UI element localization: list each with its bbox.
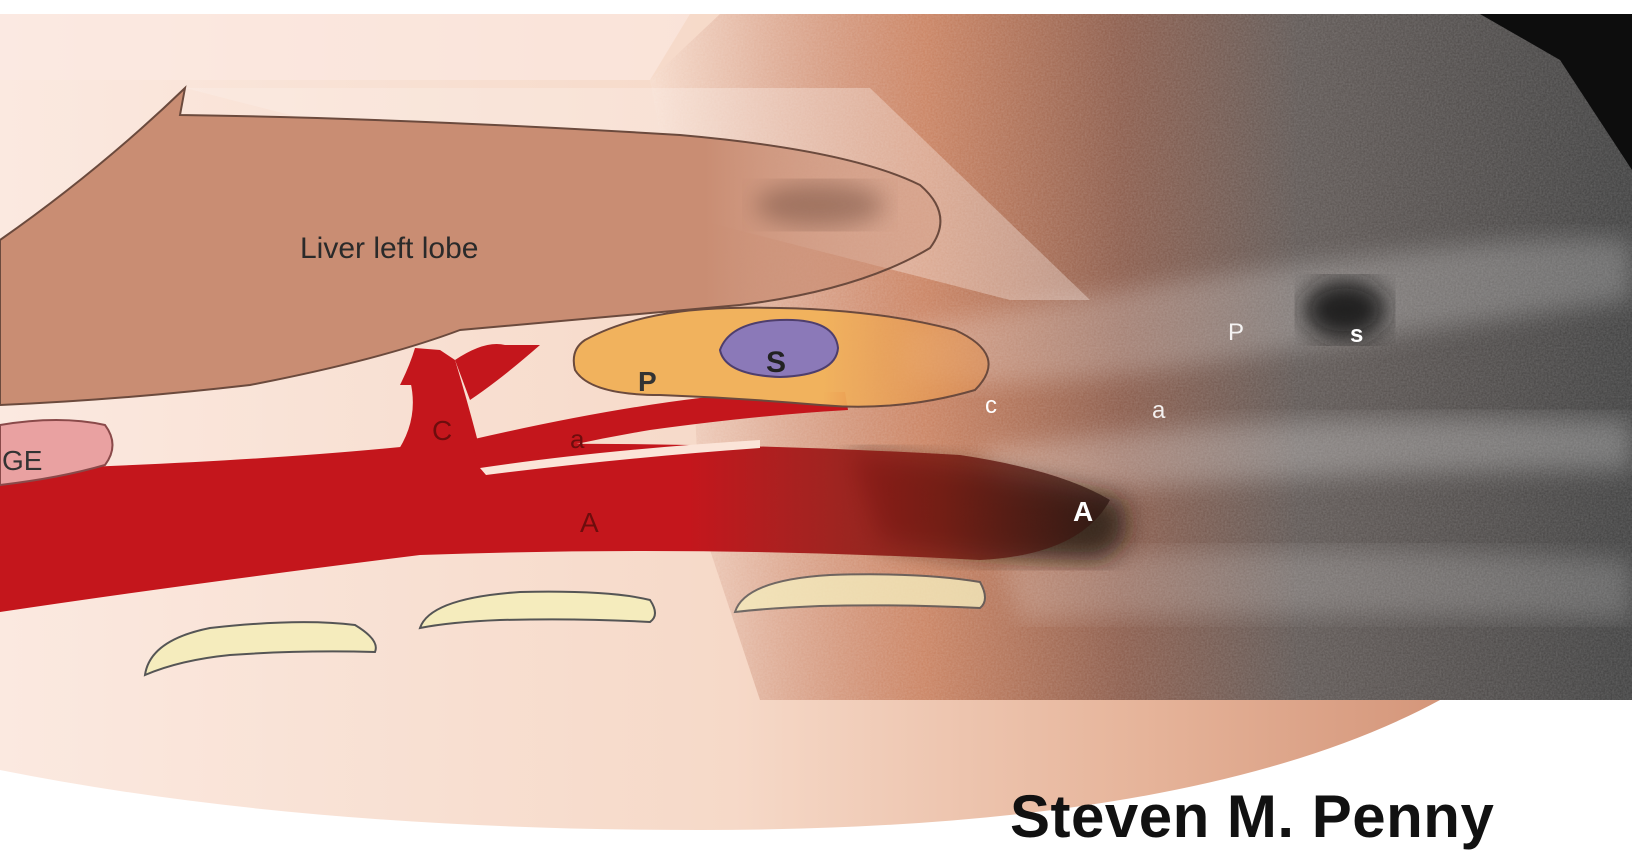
- label-pancreas: P: [638, 366, 657, 397]
- us-label-celiac: c: [985, 392, 997, 419]
- us-label-splenic-artery: a: [1152, 397, 1166, 424]
- us-label-splenic-vein: s: [1350, 321, 1363, 348]
- us-label-pancreas: P: [1228, 319, 1244, 346]
- author-name: Steven M. Penny: [1010, 782, 1494, 851]
- label-splenic-artery: a: [570, 424, 585, 454]
- label-liver-left-lobe: Liver left lobe: [300, 232, 478, 265]
- label-celiac-trunk: C: [432, 415, 452, 446]
- label-splenic-vein: S: [766, 346, 786, 379]
- label-aorta: A: [580, 507, 599, 538]
- label-ge: GE: [2, 445, 42, 476]
- us-label-aorta: A: [1073, 496, 1093, 527]
